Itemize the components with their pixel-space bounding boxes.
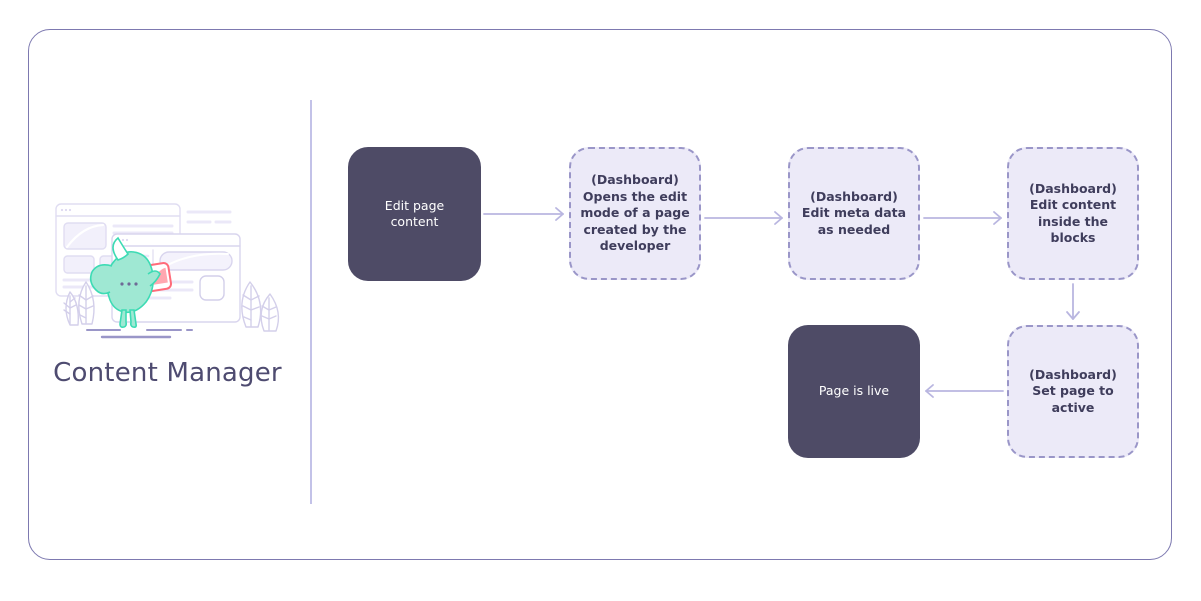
arrow-blocks-to-active	[1066, 283, 1080, 320]
arrow-meta-to-blocks	[923, 211, 1002, 225]
content-manager-illustration	[55, 203, 280, 339]
arrow-edit-to-opens	[483, 207, 564, 221]
flow-node-page-is-live[interactable]: Page is live	[788, 325, 920, 458]
vertical-divider	[310, 100, 312, 504]
mascot-character	[89, 236, 173, 328]
arrow-opens-to-meta	[704, 211, 783, 225]
page-title: Content Manager	[53, 358, 282, 388]
left-panel: Content Manager	[40, 190, 295, 415]
flow-node-label: Page is live	[818, 383, 890, 399]
arrow-active-to-live	[925, 384, 1004, 398]
